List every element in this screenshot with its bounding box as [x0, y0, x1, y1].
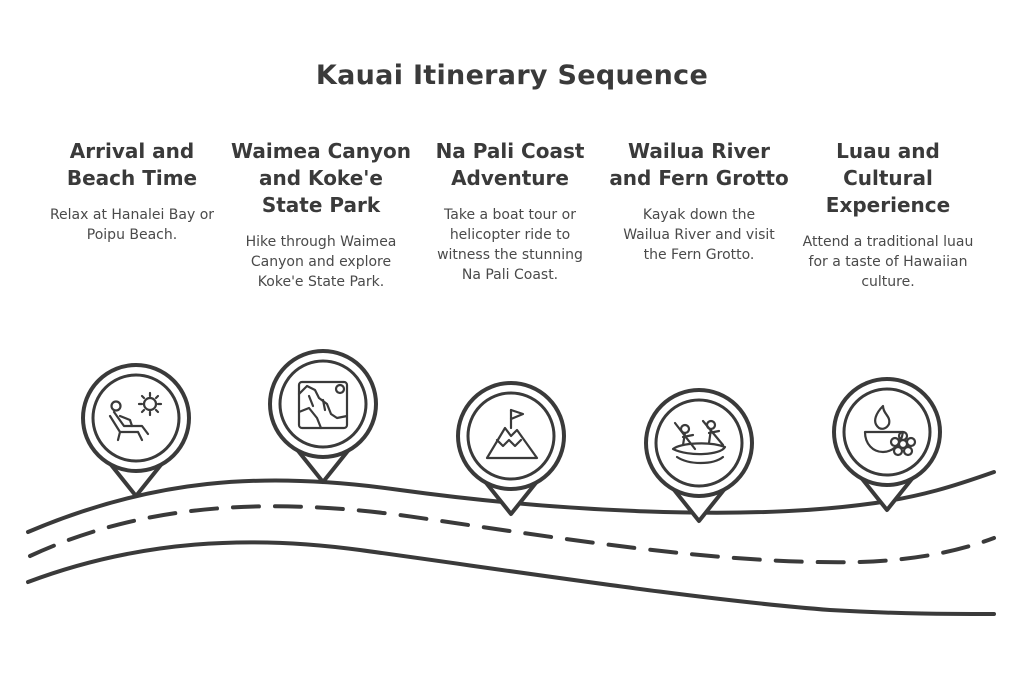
beach-lounger-sun-icon	[108, 391, 163, 442]
kayak-paddlers-icon	[671, 419, 727, 465]
stop-arrival: Arrival and Beach Time Relax at Hanalei …	[42, 138, 222, 245]
canyon-landscape-icon	[297, 380, 349, 430]
stop-heading: Wailua River and Fern Grotto	[609, 139, 789, 190]
stop-luau: Luau and Cultural Experience Attend a tr…	[798, 138, 978, 292]
pin-marker-napali	[456, 381, 566, 516]
stop-description: Hike through Waimea Canyon and explore K…	[245, 234, 397, 290]
stop-heading: Na Pali Coast Adventure	[435, 139, 585, 190]
pin-marker-arrival	[81, 363, 191, 498]
pin-marker-luau	[832, 377, 942, 512]
stop-heading: Luau and Cultural Experience	[825, 139, 951, 217]
road-edge-bottom	[26, 540, 996, 616]
pin-marker-wailua	[644, 388, 754, 523]
stop-napali: Na Pali Coast Adventure Take a boat tour…	[420, 138, 600, 285]
stop-description: Relax at Hanalei Bay or Poipu Beach.	[49, 207, 215, 243]
stop-heading: Waimea Canyon and Koke'e State Park	[231, 139, 411, 217]
pin-marker-waimea	[268, 349, 378, 484]
road-center-line	[28, 504, 996, 565]
stop-waimea: Waimea Canyon and Koke'e State Park Hike…	[231, 138, 411, 292]
stop-description: Attend a traditional luau for a taste of…	[802, 234, 974, 290]
stop-heading: Arrival and Beach Time	[66, 139, 198, 190]
stop-description: Kayak down the Wailua River and visit th…	[623, 207, 775, 263]
mountain-flag-icon	[485, 408, 539, 460]
road-edge-top	[26, 470, 996, 534]
stop-wailua: Wailua River and Fern Grotto Kayak down …	[609, 138, 789, 265]
flame-bowl-flower-icon	[863, 404, 917, 457]
diagram-title: Kauai Itinerary Sequence	[315, 60, 709, 91]
stop-description: Take a boat tour or helicopter ride to w…	[437, 207, 583, 283]
